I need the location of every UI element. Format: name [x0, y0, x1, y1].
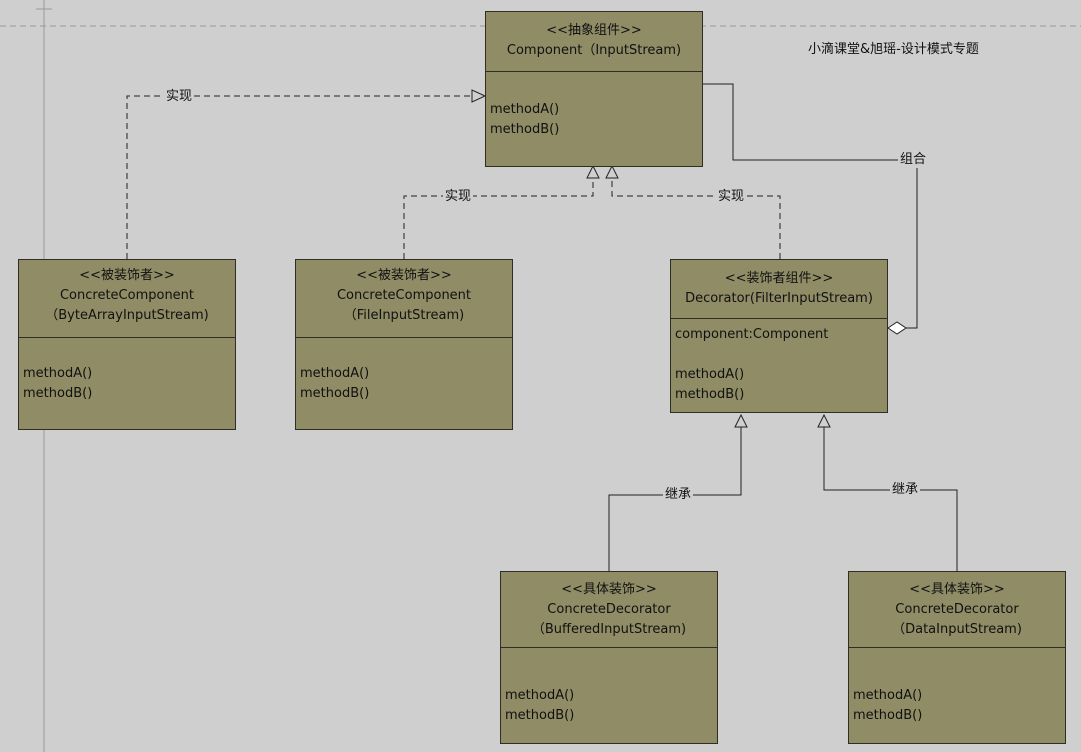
- class-decorator-method-a: methodA(): [675, 367, 745, 382]
- class-buffered-method-a: methodA(): [505, 688, 575, 703]
- class-data-header: <<具体装饰>> ConcreteDecorator （DataInputStr…: [849, 572, 1065, 648]
- realize-arrowhead-decorator: [605, 164, 619, 179]
- class-data-subname: （DataInputStream): [892, 622, 1022, 637]
- inherit-edge-data: [823, 427, 958, 571]
- class-file-methods: methodA() methodB(): [296, 338, 512, 404]
- class-bytearray-method-a: methodA(): [23, 366, 93, 381]
- class-decorator-name: Decorator(FilterInputStream): [685, 291, 873, 306]
- class-buffered-subname: （BufferedInputStream): [531, 622, 687, 637]
- class-component-methods: methodA() methodB(): [486, 72, 702, 140]
- class-data-stereotype: <<具体装饰>>: [909, 582, 1005, 597]
- class-data-methods: methodA() methodB(): [849, 648, 1065, 726]
- watermark-text: 小滴课堂&旭瑶-设计模式专题: [808, 42, 979, 57]
- class-component-method-b: methodB(): [490, 122, 560, 137]
- class-decorator-stereotype: <<装饰者组件>>: [724, 271, 834, 286]
- edge-label-inherit-data: 继承: [890, 482, 921, 498]
- class-decorator-attributes: component:Component: [671, 319, 887, 345]
- compose-diamond: [887, 321, 907, 335]
- realize-edge-file: [403, 178, 594, 259]
- class-buffered-header: <<具体装饰>> ConcreteDecorator （BufferedInpu…: [501, 572, 717, 648]
- class-bytearray-subname: （ByteArrayInputStream): [45, 308, 209, 323]
- class-buffered-stereotype: <<具体装饰>>: [561, 582, 657, 597]
- class-bytearray-header: <<被装饰者>> ConcreteComponent （ByteArrayInp…: [19, 260, 235, 338]
- class-bytearray-methods: methodA() methodB(): [19, 338, 235, 404]
- class-file-name: ConcreteComponent: [336, 288, 472, 303]
- class-buffered-decorator[interactable]: <<具体装饰>> ConcreteDecorator （BufferedInpu…: [500, 571, 718, 744]
- class-concrete-bytearray[interactable]: <<被装饰者>> ConcreteComponent （ByteArrayInp…: [18, 259, 236, 430]
- class-file-subname: （FileInputStream): [343, 308, 465, 323]
- edge-label-inherit-buffered: 继承: [663, 487, 694, 503]
- inherit-arrowhead-data: [817, 413, 831, 428]
- class-file-stereotype: <<被装饰者>>: [356, 268, 452, 283]
- class-bytearray-name: ConcreteComponent: [59, 288, 195, 303]
- class-file-method-a: methodA(): [300, 366, 370, 381]
- class-bytearray-stereotype: <<被装饰者>>: [79, 268, 175, 283]
- class-file-header: <<被装饰者>> ConcreteComponent （FileInputStr…: [296, 260, 512, 338]
- class-component-method-a: methodA(): [490, 102, 560, 117]
- class-data-name: ConcreteDecorator: [895, 602, 1019, 617]
- edge-label-compose: 组合: [898, 152, 929, 168]
- class-concrete-file[interactable]: <<被装饰者>> ConcreteComponent （FileInputStr…: [295, 259, 513, 430]
- class-decorator-header: <<装饰者组件>> Decorator(FilterInputStream): [671, 260, 887, 319]
- realize-arrowhead-bytearray: [471, 89, 487, 103]
- realize-edge-decorator: [611, 178, 781, 259]
- class-buffered-method-b: methodB(): [505, 708, 575, 723]
- edge-label-realize-bytearray: 实现: [164, 89, 195, 105]
- class-buffered-methods: methodA() methodB(): [501, 648, 717, 726]
- compose-edge: [703, 83, 918, 329]
- realize-edge-bytearray: [126, 95, 472, 259]
- class-component[interactable]: <<抽象组件>> Component（InputStream) methodA(…: [485, 11, 703, 167]
- class-component-name: Component（InputStream): [506, 43, 682, 58]
- class-bytearray-method-b: methodB(): [23, 386, 93, 401]
- class-component-header: <<抽象组件>> Component（InputStream): [486, 12, 702, 72]
- realize-arrowhead-file: [586, 164, 600, 179]
- class-decorator-attribute: component:Component: [675, 327, 829, 342]
- class-decorator-methods: methodA() methodB(): [671, 345, 887, 405]
- edge-label-realize-file: 实现: [443, 189, 474, 205]
- class-decorator-method-b: methodB(): [675, 387, 745, 402]
- edge-label-realize-decorator: 实现: [716, 189, 747, 205]
- class-component-stereotype: <<抽象组件>>: [546, 23, 642, 38]
- inherit-arrowhead-buffered: [734, 413, 748, 428]
- class-data-decorator[interactable]: <<具体装饰>> ConcreteDecorator （DataInputStr…: [848, 571, 1066, 744]
- class-data-method-a: methodA(): [853, 688, 923, 703]
- class-decorator[interactable]: <<装饰者组件>> Decorator(FilterInputStream) c…: [670, 259, 888, 413]
- class-data-method-b: methodB(): [853, 708, 923, 723]
- class-file-method-b: methodB(): [300, 386, 370, 401]
- class-buffered-name: ConcreteDecorator: [547, 602, 671, 617]
